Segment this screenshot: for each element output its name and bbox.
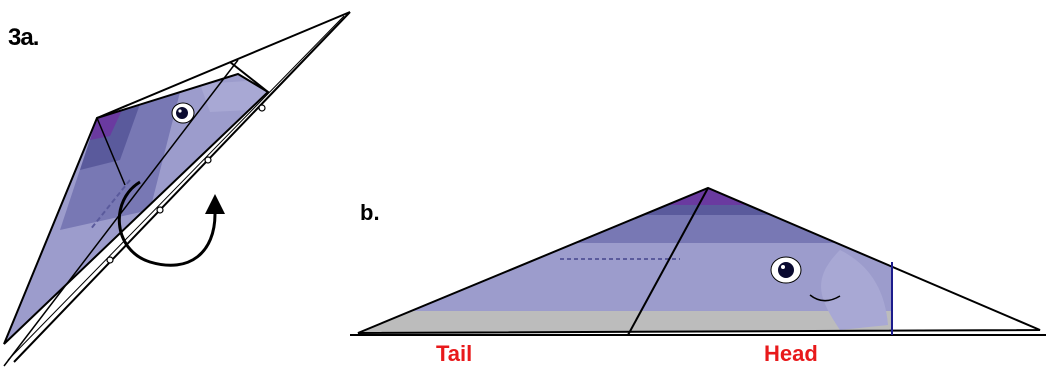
flap-edge-outer-3a bbox=[13, 11, 351, 363]
head-label: Head bbox=[764, 341, 818, 366]
outline-b bbox=[357, 186, 1041, 334]
step-3a-label: 3a. bbox=[8, 24, 39, 51]
top-edge-3a bbox=[96, 11, 351, 119]
head-fold-3a bbox=[229, 61, 269, 93]
figure-b bbox=[350, 186, 1046, 336]
eye-icon bbox=[770, 256, 802, 284]
figure-3a bbox=[3, 11, 351, 367]
fold-line-b bbox=[627, 187, 709, 336]
tail-label: Tail bbox=[436, 341, 473, 366]
body-mid-band-3a bbox=[60, 92, 180, 230]
body-dark-band-3a bbox=[80, 104, 140, 170]
crease-3a bbox=[89, 179, 131, 231]
fold-line-3a bbox=[96, 117, 126, 186]
snout-b bbox=[821, 250, 888, 330]
body-mid-band-b bbox=[358, 215, 1040, 243]
step-b-label: b. bbox=[360, 200, 380, 225]
eye-icon bbox=[171, 102, 195, 124]
hinge-dots-3a bbox=[106, 104, 266, 264]
dolphin-body-b bbox=[358, 188, 1040, 333]
purple-tip-3a bbox=[90, 110, 122, 140]
mouth-b bbox=[809, 294, 841, 302]
flap-edge-inner-3a bbox=[7, 15, 345, 361]
curved-arrow-icon bbox=[117, 180, 225, 267]
